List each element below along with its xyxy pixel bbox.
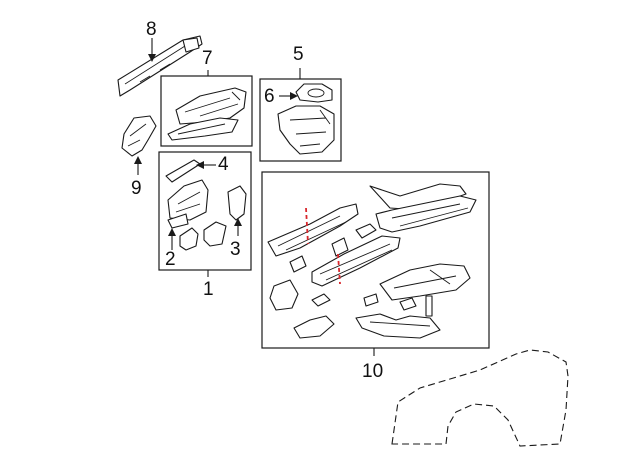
- part-4-strip: [165, 159, 201, 183]
- part-10-rails: [267, 183, 477, 339]
- cut-line-right: [337, 253, 341, 285]
- callout-3: 3: [230, 239, 241, 260]
- callout-6: 6: [264, 86, 275, 107]
- cut-line-left: [305, 207, 309, 245]
- part-9-bracket: [121, 115, 157, 157]
- part-box1-lower-brackets: [179, 221, 227, 251]
- part-3-bracket: [227, 185, 247, 221]
- part-6-cap: [295, 83, 333, 103]
- part-7-reinforcement: [167, 87, 247, 141]
- callout-2: 2: [165, 249, 176, 270]
- callout-5: 5: [293, 44, 304, 65]
- callout-4: 4: [218, 154, 229, 175]
- box-7: [160, 75, 253, 147]
- box-10: [261, 171, 490, 349]
- part-5-housing: [277, 105, 335, 155]
- callout-9: 9: [131, 178, 142, 199]
- callout-1: 1: [203, 279, 214, 300]
- callout-10: 10: [362, 361, 384, 382]
- callout-8: 8: [146, 19, 157, 40]
- fender-outline: [391, 349, 569, 447]
- part-8-upper-rail: [117, 35, 203, 97]
- box-1: [158, 151, 252, 271]
- callout-7: 7: [202, 48, 213, 69]
- part-box1-panel: [167, 179, 209, 229]
